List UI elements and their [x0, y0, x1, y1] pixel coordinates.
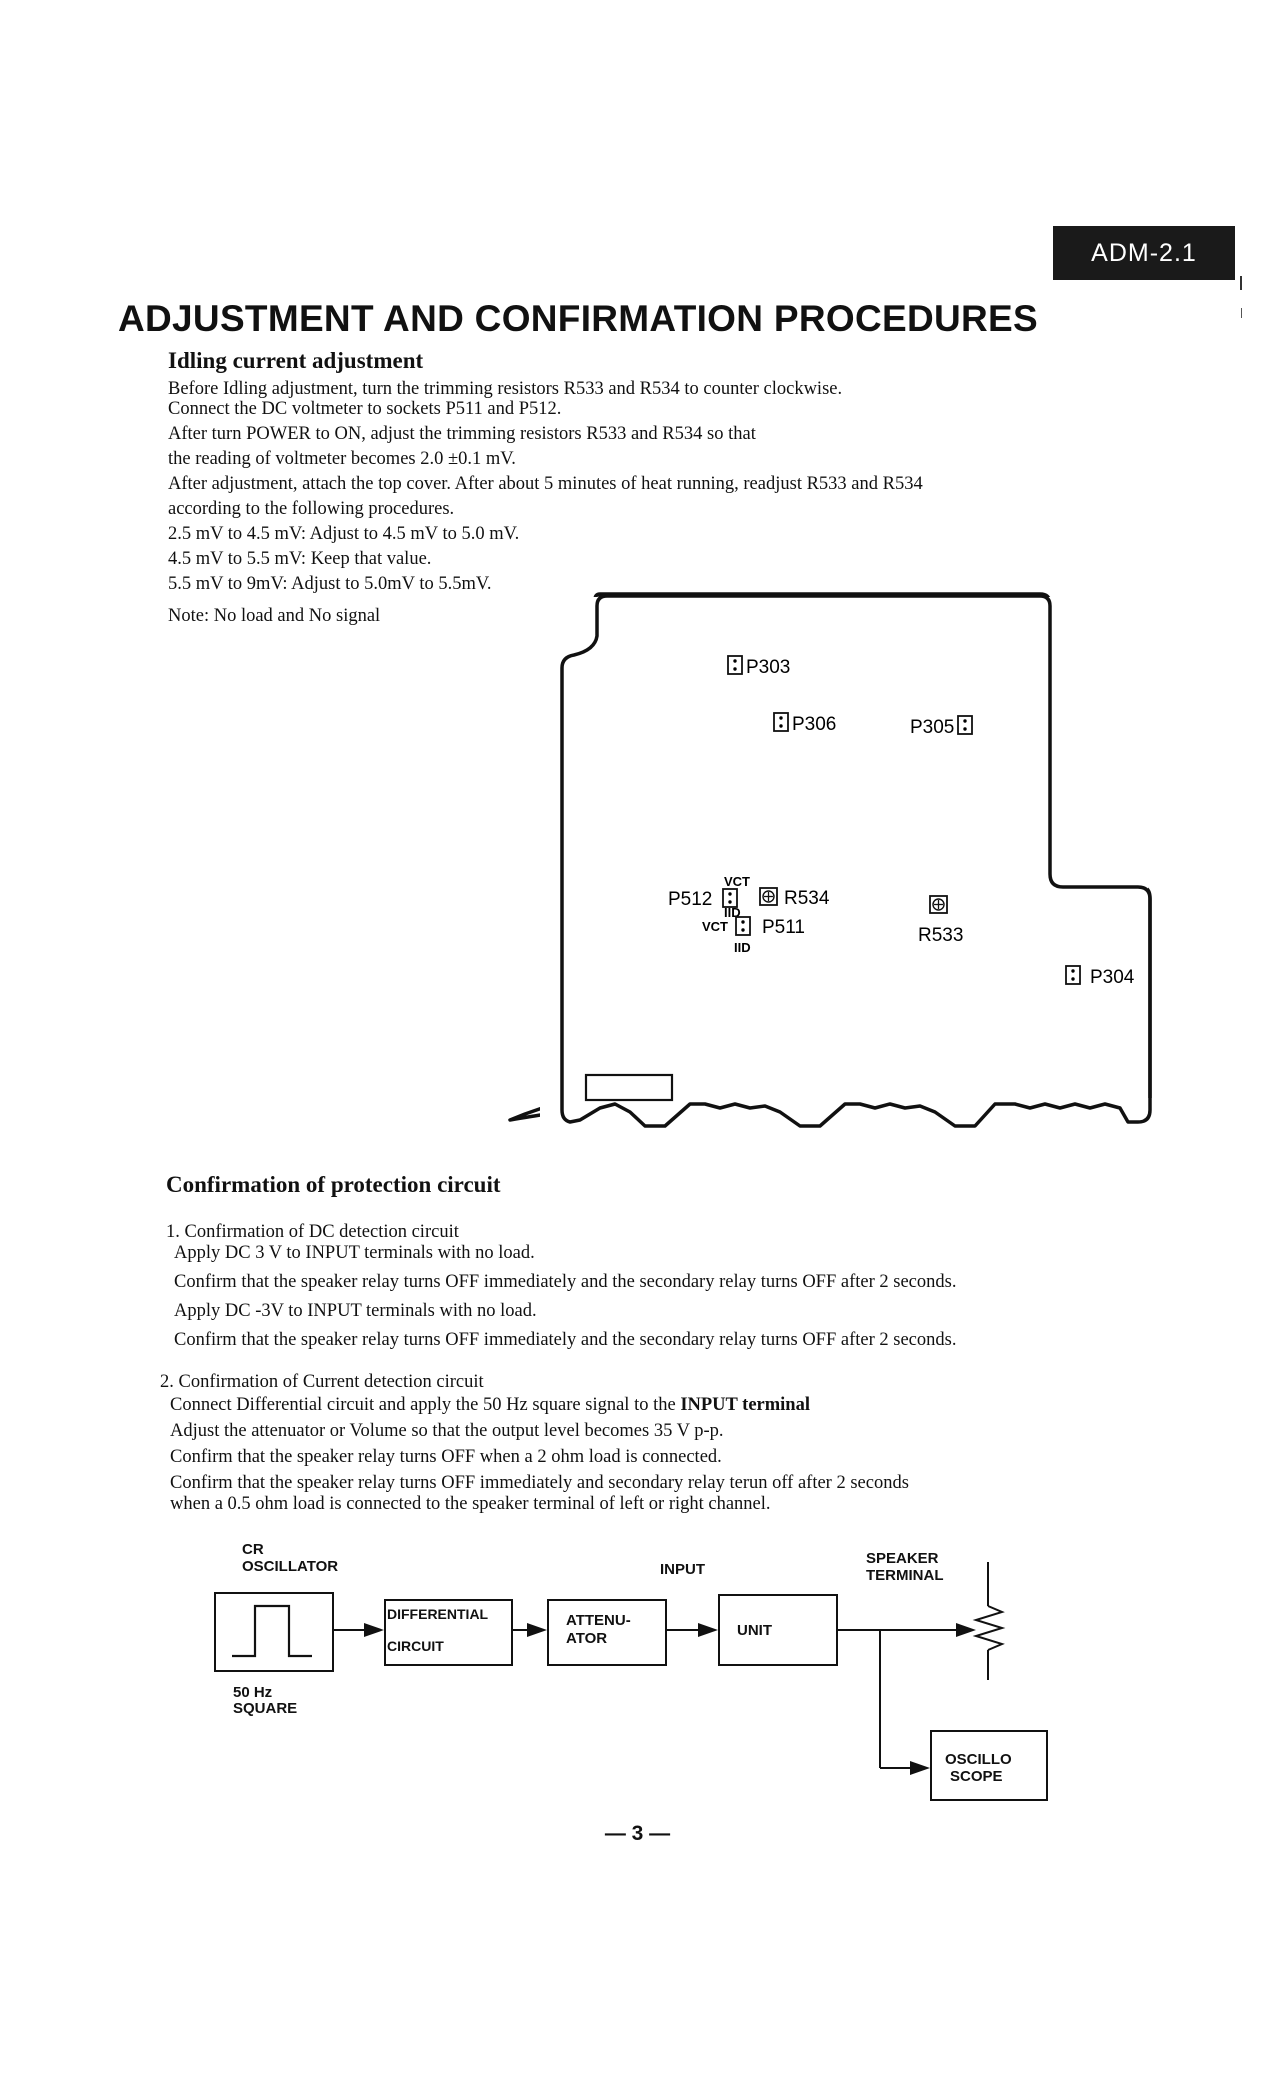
label-attenu: ATTENU-: [566, 1612, 631, 1629]
trimmer-icon: [759, 887, 778, 906]
label-p304: P304: [1090, 967, 1135, 988]
label-50hz: 50 Hz: [233, 1684, 272, 1701]
socket-icon: [727, 655, 743, 675]
model-tab: ADM-2.1: [1053, 226, 1235, 280]
label-unit: UNIT: [737, 1622, 772, 1639]
label-p306: P306: [792, 714, 836, 735]
edge-mark: [1240, 276, 1242, 290]
page-number: — 3 —: [604, 1822, 671, 1845]
label-square: SQUARE: [233, 1700, 297, 1717]
test-block-diagram: CR OSCILLATOR 50 Hz SQUARE DIFFERENTIAL …: [214, 1541, 1048, 1801]
text-line: according to the following procedures.: [168, 499, 455, 519]
text-line: Connect the DC voltmeter to sockets P511…: [168, 399, 562, 419]
edge-mark: [1241, 308, 1242, 318]
page-title: ADJUSTMENT AND CONFIRMATION PROCEDURES: [118, 298, 1038, 339]
protection-heading: Confirmation of protection circuit: [166, 1172, 501, 1197]
dc-detection-section: 1. Confirmation of DC detection circuit …: [166, 1220, 956, 1353]
pcb-outline: [560, 594, 1152, 1128]
section-title: 1. Confirmation of DC detection circuit: [166, 1222, 459, 1242]
text-line: Adjust the attenuator or Volume so that …: [170, 1421, 724, 1441]
attenuator-box: [547, 1599, 667, 1666]
arrow-icon: [698, 1623, 718, 1637]
square-wave-icon: [232, 1604, 312, 1658]
label-scope: SCOPE: [950, 1768, 1003, 1785]
text-line: 2.5 mV to 4.5 mV: Adjust to 4.5 mV to 5.…: [168, 524, 520, 544]
pcb-board: [560, 594, 1152, 1128]
label-iid-bottom: IID: [734, 940, 751, 955]
socket-icon: [735, 916, 751, 936]
idling-text: Before Idling adjustment, turn the trimm…: [168, 377, 923, 597]
label-p305: P305: [910, 717, 954, 738]
text-line: the reading of voltmeter becomes 2.0 ±0.…: [168, 449, 516, 469]
pcb-connector-outline: [584, 1073, 674, 1102]
label-p512: P512: [668, 889, 712, 910]
arrow-icon: [910, 1761, 930, 1775]
current-detection-section: 2. Confirmation of Current detection cir…: [160, 1370, 909, 1517]
text-line: After adjustment, attach the top cover. …: [168, 474, 923, 494]
label-oscillator: OSCILLATOR: [242, 1558, 338, 1575]
pcb-components: P303 P306 P305 VCT P512 R534 IID VCT P51…: [668, 655, 1135, 988]
idling-heading: Idling current adjustment: [168, 348, 424, 373]
text-line: Before Idling adjustment, turn the trimm…: [168, 379, 843, 399]
label-r534: R534: [784, 888, 830, 909]
text-line: 5.5 mV to 9mV: Adjust to 5.0mV to 5.5mV.: [168, 574, 492, 594]
label-vct-top: VCT: [724, 874, 750, 889]
label-p303: P303: [746, 657, 790, 678]
label-p511: P511: [762, 917, 805, 938]
text-line: Apply DC -3V to INPUT terminals with no …: [174, 1301, 537, 1321]
label-oscillo: OSCILLO: [945, 1751, 1012, 1768]
socket-icon: [1065, 965, 1081, 985]
oscillator-box: [214, 1592, 334, 1672]
text-line: Connect Differential circuit and apply t…: [170, 1393, 909, 1418]
text-span: Connect Differential circuit and apply t…: [170, 1395, 681, 1415]
text-line: After turn POWER to ON, adjust the trimm…: [168, 424, 756, 444]
label-r533: R533: [918, 925, 963, 946]
arrow-icon: [956, 1623, 976, 1637]
label-cr: CR: [242, 1541, 264, 1558]
arrow-icon: [364, 1623, 384, 1637]
oscilloscope-box: [930, 1730, 1048, 1801]
label-input: INPUT: [660, 1561, 705, 1578]
section-title: 2. Confirmation of Current detection cir…: [160, 1372, 484, 1392]
idling-note: Note: No load and No signal: [168, 606, 381, 626]
text-line: Confirm that the speaker relay turns OFF…: [174, 1272, 957, 1292]
socket-icon: [722, 888, 738, 908]
trimmer-icon: [929, 895, 948, 914]
label-vct-left: VCT: [702, 919, 728, 934]
speaker-load-icon: [972, 1605, 1006, 1651]
label-circuit: CIRCUIT: [387, 1638, 444, 1654]
text-line: 4.5 mV to 5.5 mV: Keep that value.: [168, 549, 432, 569]
text-line: Confirm that the speaker relay turns OFF…: [170, 1473, 909, 1493]
label-ator: ATOR: [566, 1630, 607, 1647]
text-line: when a 0.5 ohm load is connected to the …: [170, 1494, 771, 1514]
text-line: Apply DC 3 V to INPUT terminals with no …: [174, 1243, 535, 1263]
socket-icon: [773, 712, 789, 732]
label-speaker: SPEAKER: [866, 1550, 939, 1567]
differential-box: [384, 1599, 513, 1666]
arrow-icon: [527, 1623, 547, 1637]
label-terminal: TERMINAL: [866, 1567, 944, 1584]
socket-icon: [957, 715, 973, 735]
label-differential: DIFFERENTIAL: [387, 1606, 489, 1622]
input-terminal-emphasis: INPUT terminal: [680, 1395, 810, 1415]
text-line: Confirm that the speaker relay turns OFF…: [174, 1330, 957, 1350]
text-line: Confirm that the speaker relay turns OFF…: [170, 1447, 722, 1467]
